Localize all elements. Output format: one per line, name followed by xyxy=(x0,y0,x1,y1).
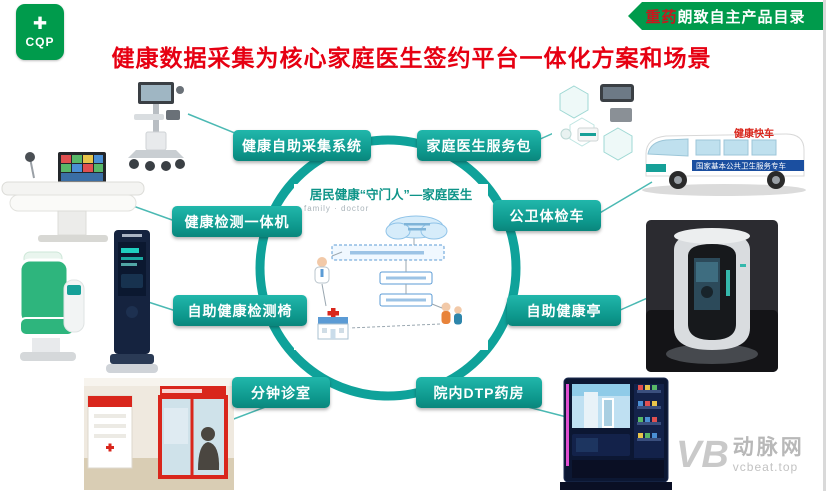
health-chair-image xyxy=(18,251,85,361)
center-heading: 居民健康“守门人”—家庭医生 xyxy=(309,188,473,202)
product-catalog-ribbon: 重药朗致自主产品目录 xyxy=(628,2,823,30)
ribbon-prefix: 重药 xyxy=(645,8,678,26)
doctor-figure xyxy=(314,257,330,284)
clinic-cabinet xyxy=(87,395,133,469)
van-banner-text: 国家基本公共卫生服务专车 xyxy=(696,161,786,171)
family-figures xyxy=(441,302,462,325)
ribbon-text: 朗致自主产品目录 xyxy=(677,8,806,26)
node-dtp-pharmacy: 院内DTP药房 xyxy=(416,377,542,408)
center-subtext: family · doctor xyxy=(304,204,370,213)
health-van-image: 健康快车 国家基本公共卫生服务专车 xyxy=(642,127,806,196)
pharmacy-shelves xyxy=(637,385,661,441)
watermark-name: 动脉网 xyxy=(732,436,805,459)
clinic-booth xyxy=(158,386,228,479)
slide-title: 健康数据采集为核心家庭医生签约平台一体化方案和场景 xyxy=(111,45,712,71)
node-health-detection-machine: 健康检测一体机 xyxy=(172,206,302,237)
vcbeat-logo-icon: VB xyxy=(676,434,729,476)
watermark: VB 动脉网 vcbeat.top xyxy=(676,436,805,474)
desk-kiosk-image xyxy=(1,152,145,242)
service-package-image xyxy=(552,76,646,164)
cloud-icon xyxy=(385,215,448,240)
kiosk-screen xyxy=(58,152,106,184)
center-flowchart xyxy=(314,215,462,340)
medical-cart-image xyxy=(128,82,185,171)
node-family-doctor-package: 家庭医生服务包 xyxy=(417,130,541,161)
node-health-booth: 自助健康亭 xyxy=(507,295,621,326)
node-public-health-van: 公卫体检车 xyxy=(493,200,601,231)
watermark-url: vcbeat.top xyxy=(732,460,799,474)
health-pod-image xyxy=(646,220,778,372)
node-self-collection-system: 健康自助采集系统 xyxy=(233,130,371,161)
center-diagram: 居民健康“守门人”—家庭医生 family · doctor xyxy=(294,184,488,350)
dtp-pharmacy-image xyxy=(560,377,672,490)
node-self-health-chair: 自助健康检测椅 xyxy=(173,295,307,326)
minute-clinic-photo xyxy=(84,378,234,490)
logo-text: CQP xyxy=(25,35,55,49)
cqp-logo: ✚ CQP xyxy=(16,4,64,60)
hospital-icon xyxy=(317,308,349,340)
standing-kiosk-image xyxy=(106,230,158,373)
van-name-text: 健康快车 xyxy=(734,127,774,140)
node-minute-clinic: 分钟诊室 xyxy=(232,377,330,408)
cross-icon: ✚ xyxy=(32,14,48,33)
pharmacy-screen xyxy=(572,384,630,428)
